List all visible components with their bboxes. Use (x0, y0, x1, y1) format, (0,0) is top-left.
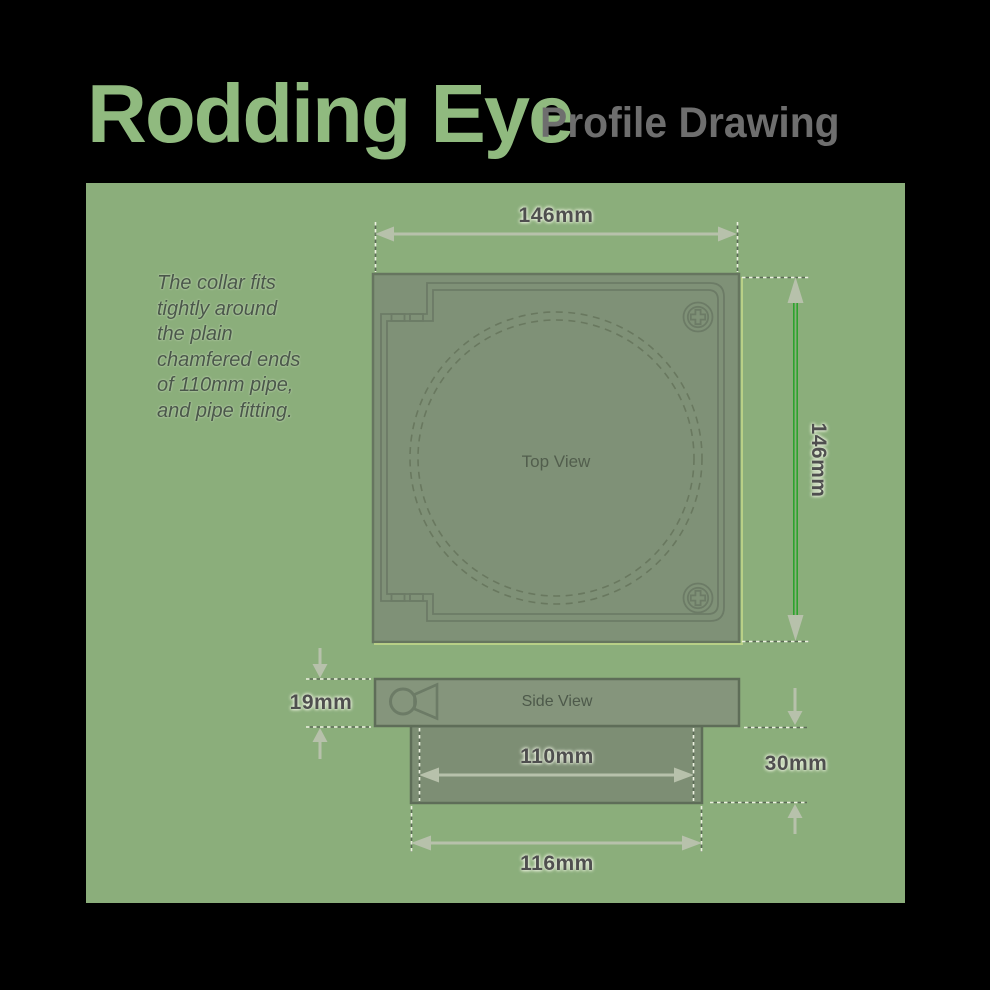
dim-label-spigot-depth: 30mm (764, 752, 828, 775)
collar-note-text: The collar fits tightly around the plain… (157, 272, 301, 422)
bore-circle-outer (409, 311, 703, 605)
dim-label-collar-thickness: 19mm (289, 691, 353, 714)
lid-frame-inner (386, 289, 719, 615)
top-view-label: Top View (521, 452, 591, 471)
dim-label-spigot-width: 116mm (520, 852, 594, 875)
spigot-body (409, 724, 704, 805)
screw-top-right-icon (682, 301, 714, 333)
plate-edge-highlight (374, 277, 743, 645)
side-view-label: Side View (521, 693, 593, 710)
page-subtitle: Profile Drawing (540, 99, 840, 147)
dim-top-width (374, 222, 739, 272)
side-view (373, 677, 741, 805)
dim-label-top-width: 146mm (518, 204, 594, 227)
lid-frame-outer (380, 282, 725, 622)
screw-bottom-right-icon (682, 582, 714, 614)
hinge-tabs (390, 313, 424, 602)
dim-collar-thickness (306, 648, 371, 759)
dim-spigot-depth (710, 688, 807, 834)
bore-circle-inner (417, 319, 695, 597)
dim-bore-diameter (419, 767, 694, 783)
dim-right-height (742, 276, 809, 643)
page-title: Rodding Eye (87, 67, 574, 160)
dim-label-bore-diameter: 110mm (520, 745, 594, 768)
dim-spigot-width (410, 806, 703, 852)
dim-label-right-height: 146mm (807, 422, 830, 498)
rodding-eye-profile-icon (389, 682, 439, 721)
top-view-plate (371, 272, 743, 645)
